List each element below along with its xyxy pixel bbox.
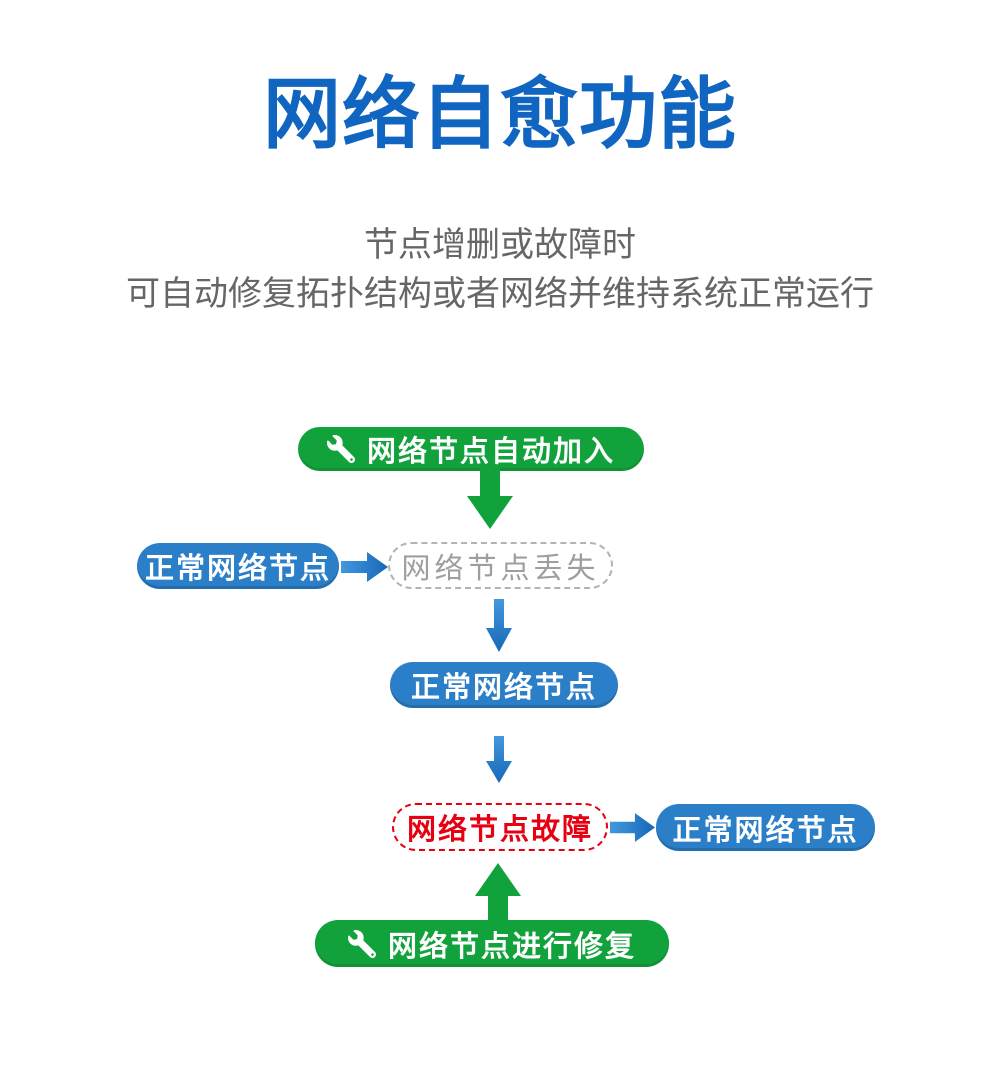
blue-right-arrow-icon-1 (341, 552, 388, 582)
green-down-arrow-icon (467, 466, 513, 529)
wrench-icon (347, 929, 376, 958)
node-fault-pill: 网络节点故障 (392, 803, 608, 851)
normal-node-label-2: 正常网络节点 (410, 672, 597, 704)
node-repair-label: 网络节点进行修复 (387, 930, 636, 963)
green-up-arrow-icon (475, 863, 521, 925)
page-subtitle: 节点增删或故障时 可自动修复拓扑结构或者网络并维持系统正常运行 (0, 221, 1000, 319)
wrench-icon (326, 435, 355, 463)
blue-down-arrow-icon-2 (486, 736, 512, 783)
normal-node-pill-3: 正常网络节点 (656, 804, 875, 851)
node-lost-pill: 网络节点丢失 (388, 542, 613, 589)
node-fault-label: 网络节点故障 (406, 814, 593, 846)
subtitle-line-2: 可自动修复拓扑结构或者网络并维持系统正常运行 (126, 275, 874, 313)
normal-node-pill-1: 正常网络节点 (137, 543, 339, 589)
node-lost-label: 网络节点丢失 (401, 552, 600, 585)
node-auto-join-label: 网络节点自动加入 (366, 436, 615, 468)
normal-node-label-1: 正常网络节点 (144, 553, 331, 585)
normal-node-label-3: 正常网络节点 (672, 814, 859, 847)
normal-node-pill-2: 正常网络节点 (390, 662, 618, 708)
blue-down-arrow-icon-1 (486, 599, 512, 652)
node-repair-pill: 网络节点进行修复 (315, 920, 669, 967)
subtitle-line-1: 节点增删或故障时 (364, 226, 636, 264)
blue-right-arrow-icon-2 (610, 813, 656, 842)
node-auto-join-pill: 网络节点自动加入 (298, 427, 644, 471)
page-title: 网络自愈功能 (262, 70, 737, 158)
